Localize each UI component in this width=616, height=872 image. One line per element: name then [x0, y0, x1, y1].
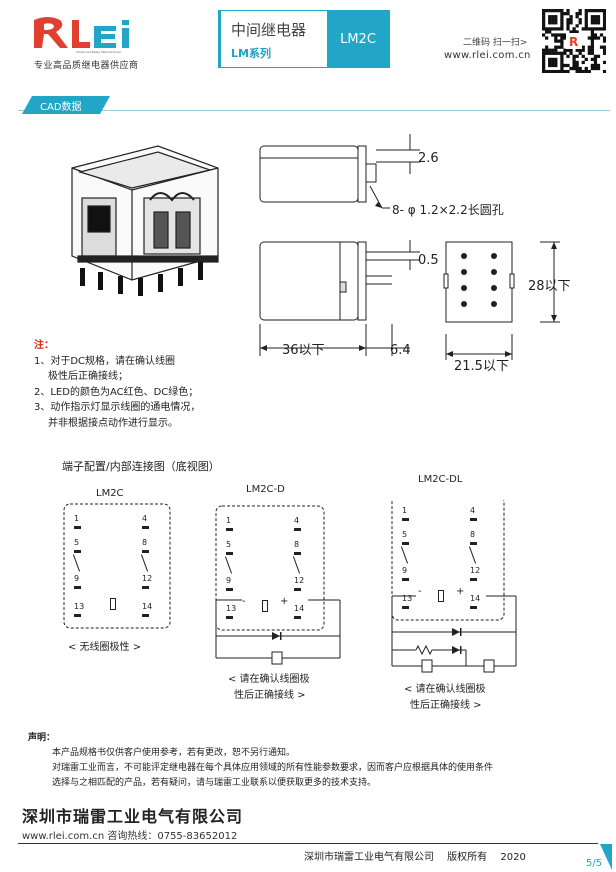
notes-block: 注： 1、对于DC规格，请在确认线圈 极性后正确接线； 2、LED的颜色为AC红… [34, 338, 200, 431]
website-link[interactable]: www.rlei.com.cn [444, 50, 531, 61]
page-number: 5/5 [586, 858, 603, 869]
declaration-line: 对瑞雷工业而言，不可能评定继电器在每个具体应用领域的所有性能参数要求，因而客户应… [52, 763, 494, 773]
qr-code-icon[interactable]: R [542, 9, 606, 73]
notes-title: 注： [34, 340, 54, 351]
terminal-schematics [63, 500, 517, 673]
declaration-line: 选择与之相匹配的产品，若有疑问，请与瑞雷工业联系以便获取更多的技术支持。 [52, 778, 377, 788]
dim-label: 28以下 [528, 279, 571, 294]
dim-label: 2.6 [418, 151, 439, 166]
section-tab [22, 96, 110, 114]
declaration: 声明： 本产品规格书仅供客户使用参考，若有更改，恕不另行通知。 对瑞雷工业而言，… [28, 731, 493, 791]
schematic-name-lm2c-dl: LM2C-DL [418, 474, 463, 485]
schematic-name-lm2c-d: LM2C-D [246, 484, 285, 495]
section-divider [18, 110, 610, 111]
note-line: 极性后正确接线； [48, 371, 128, 382]
footer-divider [18, 843, 598, 844]
dim-label: 21.5以下 [454, 359, 509, 374]
copyright: 深圳市瑞雷工业电气有限公司 版权所有 2020 [304, 852, 526, 863]
note-line: 2、LED的颜色为AC红色、DC绿色； [34, 386, 199, 398]
svg-text:R: R [569, 35, 578, 49]
rlei-logo: Advanced Relay Manufacturer [34, 17, 129, 54]
note-line: 3、动作指示灯显示线圈的通电情况， [34, 402, 201, 413]
contact-info: www.rlei.com.cn 咨询热线：0755-83652012 [22, 831, 238, 842]
company-tagline: 专业高品质继电器供应商 [34, 61, 139, 71]
series-label: LM系列 [231, 47, 271, 60]
section-label: CAD数据 [40, 102, 82, 113]
schematic-caption-lm2c-dl-2: 性后正确接线 > [410, 700, 482, 711]
schematic-caption-lm2c: < 无线圈极性 > [68, 642, 142, 653]
schematic-name-lm2c: LM2C [96, 488, 124, 499]
note-line: 1、对于DC规格，请在确认线圈 [34, 355, 176, 367]
product-title: 中间继电器 [231, 21, 307, 39]
relay-photo [71, 145, 219, 296]
dim-label: 8- φ 1.2×2.2长圆孔 [392, 203, 504, 217]
note-line: 并非根据接点动作进行显示。 [48, 417, 178, 429]
diagram-title: 端子配置/内部连接图（底视图） [62, 460, 220, 473]
model-badge: LM2C [327, 11, 389, 67]
logo-tagline: Advanced Relay Manufacturer [76, 50, 122, 54]
dim-label: 36以下 [282, 343, 325, 358]
declaration-title: 声明： [28, 733, 56, 743]
schematic-caption-lm2c-d-2: 性后正确接线 > [234, 690, 306, 701]
company-name: 深圳市瑞雷工业电气有限公司 [22, 807, 244, 826]
dim-label: 0.5 [418, 253, 439, 268]
schematic-caption-lm2c-dl: < 请在确认线圈极 [404, 684, 486, 695]
dimension-drawing: 2.6 8- φ 1.2×2.2长圆孔 0.5 28以下 36以下 6.4 21… [259, 134, 571, 374]
dim-label: 6.4 [390, 343, 411, 358]
product-title-box: 中间继电器 LM系列 LM2C [218, 10, 390, 68]
schematic-caption-lm2c-d: < 请在确认线圈极 [228, 674, 310, 685]
page-corner-mark [600, 844, 612, 870]
qr-caption: 二维码 扫一扫> [463, 38, 528, 48]
declaration-line: 本产品规格书仅供客户使用参考，若有更改，恕不另行通知。 [52, 748, 296, 758]
